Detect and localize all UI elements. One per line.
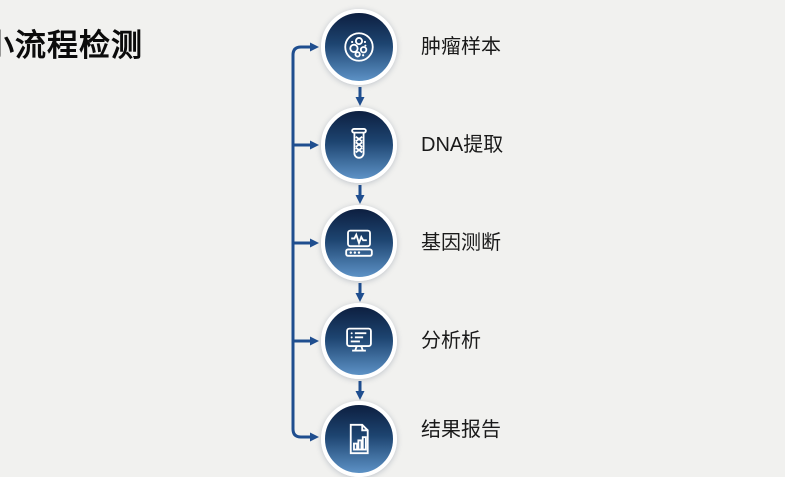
branch-arrow-1 (291, 42, 319, 56)
slide-title: 小流程检测 (0, 28, 143, 63)
slide-canvas: 小流程检测 (0, 9, 621, 477)
step-label: 基因测断 (421, 232, 501, 254)
branch-arrow-5 (291, 428, 319, 442)
petri-dish-sample-icon (337, 25, 381, 69)
flow-step-analysis: 分析析 (321, 303, 621, 379)
step-circle (321, 107, 397, 183)
flow-step-tumor-sample: 肿瘤样本 (321, 9, 621, 85)
sequencer-machine-icon-wrap (321, 205, 397, 281)
step-label: 结果报告 (421, 419, 501, 441)
dna-test-tube-icon (337, 123, 381, 167)
step-label: 肿瘤样本 (421, 36, 501, 58)
step-circle (321, 9, 397, 85)
step-label: DNA提取 (421, 134, 504, 156)
step-label: 分析析 (421, 330, 481, 352)
report-document-icon (337, 417, 381, 461)
computer-monitor-icon (337, 319, 381, 363)
flow-step-result-report: 结果报告 (321, 401, 621, 477)
step-circle (321, 303, 397, 379)
step-circle (321, 401, 397, 477)
flow-step-gene-sequencing: 基因测断 (321, 205, 621, 281)
flow-step-dna-extraction: DNA提取 (321, 107, 621, 183)
sequencer-machine-icon (337, 221, 381, 265)
